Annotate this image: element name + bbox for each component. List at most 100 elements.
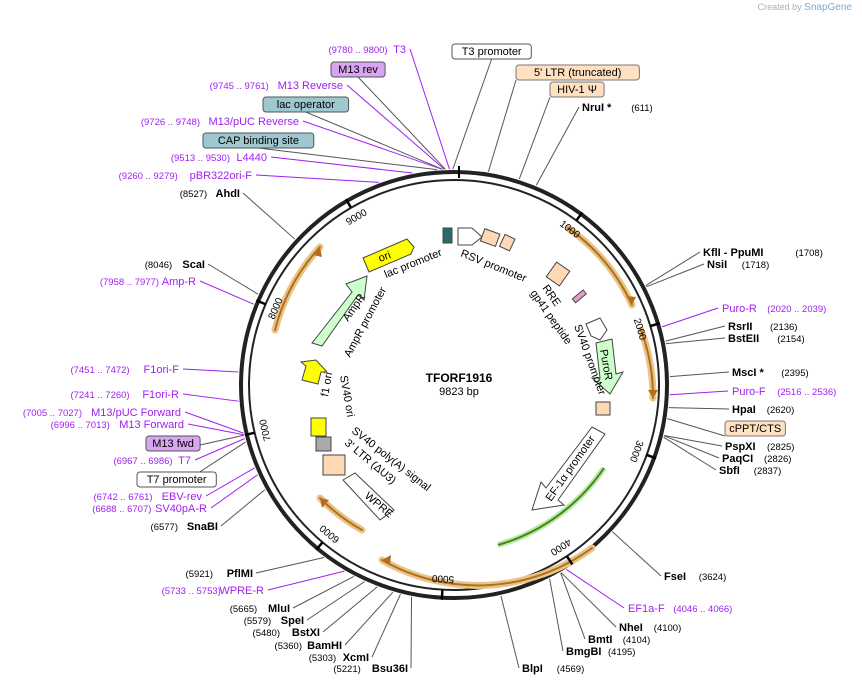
- enzyme-nhei: NheI: [619, 622, 643, 634]
- ori-label: ori: [377, 249, 393, 264]
- f1ori-feature: [299, 359, 329, 385]
- enzyme-pos-r10: (3624): [699, 572, 726, 583]
- leader-line: [410, 596, 413, 669]
- enzyme-kfli-ppumi: KflI - PpuMI: [703, 247, 764, 259]
- snapgene-credit: Created by SnapGene: [758, 2, 852, 13]
- primer-16-range: (4046 .. 4066): [673, 604, 732, 615]
- enzyme-msci-: MscI *: [732, 367, 765, 379]
- enzyme-snabi: SnaBI: [187, 521, 218, 533]
- feature-box-8: [136, 471, 217, 488]
- leader-line: [210, 474, 258, 509]
- feature-box-label-8: T7 promoter: [147, 474, 207, 486]
- leader-line: [255, 174, 380, 183]
- enzyme-spei: SpeI: [281, 615, 304, 627]
- enzyme-nrui-: NruI *: [582, 102, 612, 114]
- ef1a-promoter-feature: [531, 426, 606, 511]
- enzyme-bsu36i: Bsu36I: [372, 663, 408, 675]
- feature-box-7: [145, 435, 201, 452]
- enzyme-fsei: FseI: [664, 571, 686, 583]
- enzyme-pos-r11: (4100): [654, 623, 681, 634]
- leader-line: [549, 578, 564, 652]
- primer-1-range: (9745 .. 9761): [210, 81, 269, 92]
- enzyme-mlui: MluI: [268, 603, 290, 615]
- puror-feature: [590, 338, 625, 395]
- tick-label-2000: 2000: [631, 317, 648, 342]
- primer-10-range: (6967 .. 6986): [113, 456, 172, 467]
- enzyme-bamhi: BamHI: [307, 640, 342, 652]
- ef1a-promoter-label: EF-1α promoter: [544, 433, 598, 503]
- enzyme-pos-r3: (2136): [770, 322, 797, 333]
- enzyme-pos-6: (5480): [253, 628, 280, 639]
- primer-1-name: M13 Reverse: [278, 80, 343, 92]
- enzyme-pos-r9: (2837): [754, 466, 781, 477]
- leader-line: [518, 96, 551, 180]
- leader-line: [270, 156, 413, 174]
- sv40-ori-label: SV40 ori: [337, 374, 356, 418]
- primer-15-name: Puro-F: [732, 386, 766, 398]
- feature-box-3: [202, 132, 315, 149]
- leader-line: [663, 435, 723, 447]
- backbone-inner-ring: [248, 179, 660, 591]
- enzyme-pos-0: (8527): [180, 189, 207, 200]
- primer-11-name: EBV-rev: [162, 491, 203, 503]
- leader-line: [645, 251, 701, 287]
- primer-7-range: (7241 .. 7260): [70, 390, 129, 401]
- enzyme-pos-8: (5303): [309, 653, 336, 664]
- enzyme-ahdi: AhdI: [216, 188, 240, 200]
- plasmid-length: 9823 bp: [439, 386, 479, 398]
- enzyme-pos-r7: (2825): [767, 442, 794, 453]
- leader-line: [292, 575, 355, 609]
- tick-label-5000: 5000: [431, 572, 454, 584]
- enzyme-blpi: BlpI: [522, 663, 543, 675]
- leader-line: [669, 371, 730, 378]
- feature-box-label-1: M13 rev: [338, 64, 378, 76]
- primer-0-range: (9780 .. 9800): [328, 45, 387, 56]
- primer-16-name: EF1a-F: [628, 603, 665, 615]
- tick-7000: [244, 431, 255, 437]
- enzyme-pos-r2: (1718): [742, 260, 769, 271]
- leader-line: [305, 111, 443, 170]
- primer-4-name: pBR322ori-F: [190, 170, 253, 182]
- tick-4000: [565, 555, 574, 566]
- plasmid-name: TFORF1916: [426, 371, 493, 385]
- green-arcs: [497, 466, 607, 548]
- feature-box-label-7: M13 fwd: [152, 438, 194, 450]
- leader-line: [182, 393, 239, 402]
- feature-box-5: [549, 81, 605, 98]
- enzyme-rsrii: RsrII: [728, 321, 752, 333]
- primer-7-name: F1ori-R: [142, 389, 179, 401]
- primer-6-name: F1ori-F: [144, 364, 180, 376]
- primer-4-range: (9260 .. 9279): [119, 171, 178, 182]
- primer-8-name: M13/pUC Forward: [91, 407, 181, 419]
- leader-line: [665, 325, 726, 342]
- enzyme-scai: ScaI: [182, 259, 205, 271]
- tick-1000: [575, 211, 584, 222]
- leader-line: [306, 581, 365, 621]
- orf-arc-2: [637, 326, 657, 402]
- leader-line: [199, 280, 254, 305]
- leader-line: [184, 411, 244, 434]
- cppt-feature: [595, 401, 611, 416]
- leader-lines: [172, 48, 730, 669]
- tick-6000: [315, 541, 324, 551]
- leader-line: [668, 407, 730, 410]
- primer-6-range: (7451 .. 7472): [70, 365, 129, 376]
- enzyme-nsii: NsiI: [707, 259, 727, 271]
- leader-line: [205, 467, 255, 497]
- primer-14-name: Puro-R: [722, 303, 757, 315]
- ampr-feature: [311, 275, 368, 347]
- tick-2000: [649, 322, 661, 328]
- feature-box-4: [515, 64, 640, 81]
- enzyme-pos-r14: (4569): [557, 664, 584, 675]
- lac-operator-block: [442, 227, 453, 244]
- enzyme-pos-r1: (1708): [795, 248, 822, 259]
- feature-box-6: [724, 420, 786, 437]
- tick-5000: [440, 589, 444, 600]
- leader-line: [242, 192, 296, 240]
- leader-line: [187, 423, 244, 436]
- rsv-promoter-feature: [457, 227, 483, 246]
- tick-3000: [646, 453, 657, 460]
- leader-line: [487, 79, 517, 172]
- feature-box-0: [451, 43, 532, 60]
- leader-line: [267, 570, 345, 591]
